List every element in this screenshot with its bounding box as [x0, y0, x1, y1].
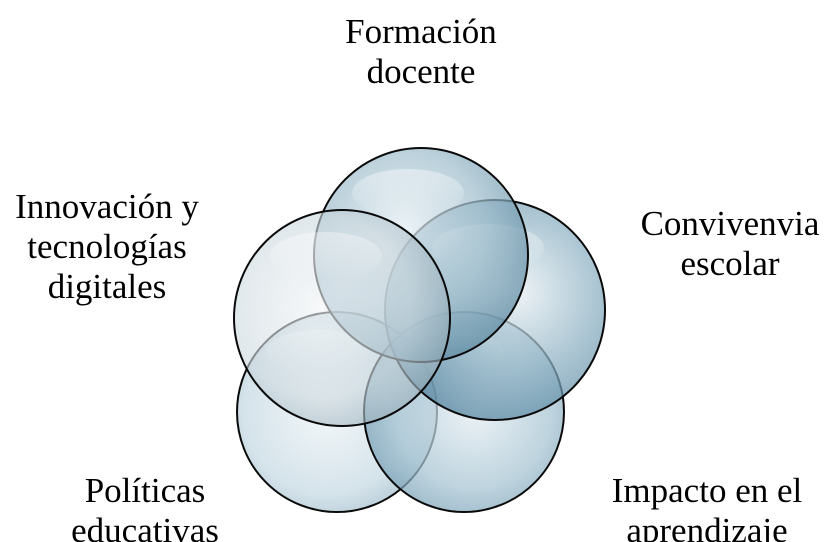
circle-innovacion-tecnologias — [233, 209, 451, 427]
label-impacto-aprendizaje: Impacto en el aprendizaje — [588, 471, 826, 542]
label-innovacion-tecnologias: Innovación y tecnologías digitales — [2, 187, 212, 307]
label-politicas-educativas-line1: Políticas — [84, 471, 206, 510]
label-impacto-aprendizaje-line2: aprendizaje — [626, 511, 788, 542]
label-convivencia-escolar-line1: Convivenvia — [640, 204, 820, 243]
label-formacion-docente: Formación docente — [316, 12, 526, 92]
label-innovacion-tecnologias-line3: digitales — [47, 267, 167, 306]
label-politicas-educativas: Políticas educativas — [50, 471, 240, 542]
label-convivencia-escolar-line2: escolar — [680, 244, 780, 283]
label-formacion-docente-line1: Formación — [345, 12, 497, 51]
label-convivencia-escolar: Convivenvia escolar — [630, 204, 830, 284]
label-impacto-aprendizaje-line1: Impacto en el — [611, 471, 803, 510]
label-politicas-educativas-line2: educativas — [71, 511, 219, 542]
label-innovacion-tecnologias-line2: tecnologías — [27, 227, 187, 266]
label-formacion-docente-line2: docente — [366, 52, 476, 91]
label-innovacion-tecnologias-line1: Innovación y — [15, 187, 199, 226]
